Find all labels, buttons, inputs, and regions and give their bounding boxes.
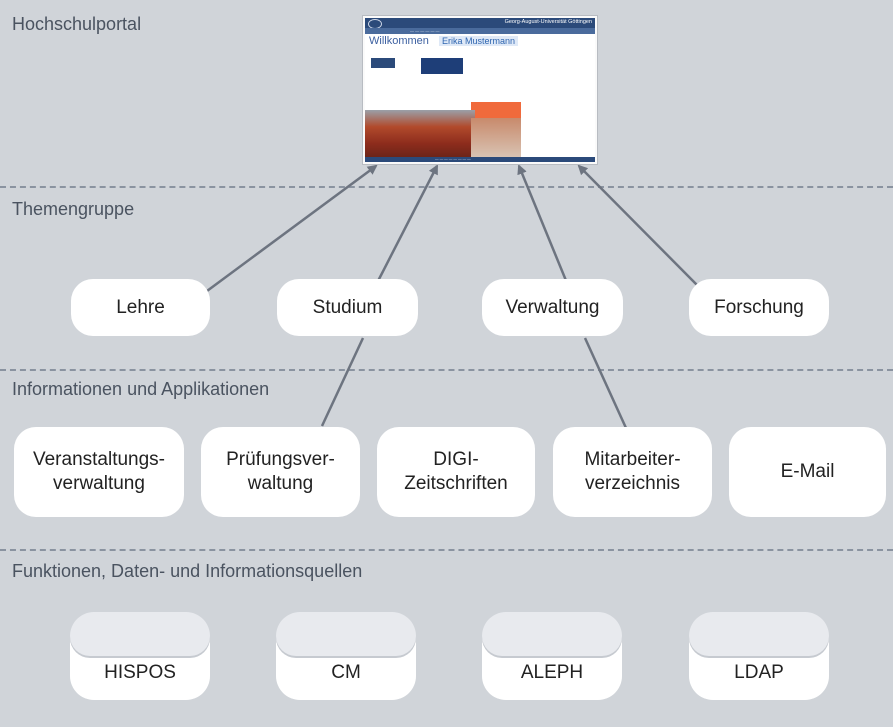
source-label: CM bbox=[331, 662, 361, 683]
layer-divider bbox=[0, 186, 893, 188]
topic-label: Studium bbox=[312, 296, 383, 318]
arrow-studium-portal bbox=[375, 164, 439, 284]
app-label-line1: DIGI- bbox=[433, 449, 479, 470]
portal-user-name: Erika Mustermann bbox=[439, 36, 519, 46]
app-e-mail: E-Mail bbox=[729, 427, 886, 517]
source-label: LDAP bbox=[734, 662, 784, 683]
portal-header-title: Georg-August-Universität Göttingen bbox=[504, 19, 592, 25]
source-cm: CM bbox=[276, 612, 416, 700]
topic-label: Forschung bbox=[714, 296, 804, 318]
topic-verwaltung: Verwaltung bbox=[482, 279, 623, 336]
layer-label-apps: Informationen und Applikationen bbox=[12, 379, 270, 399]
app-mitarbeiterverzeichnis: Mitarbeiter-verzeichnis bbox=[553, 427, 712, 517]
portal-dark-block bbox=[421, 58, 463, 74]
portal-header-bar: Georg-August-Universität Göttingen bbox=[365, 18, 595, 29]
layer-label-sources: Funktionen, Daten- und Informationsquell… bbox=[12, 561, 363, 581]
database-top bbox=[276, 612, 416, 656]
portal-welcome: Willkommen bbox=[369, 35, 429, 47]
source-hispos: HISPOS bbox=[70, 612, 210, 700]
layer-label-topics: Themengruppe bbox=[12, 199, 135, 219]
topic-lehre: Lehre bbox=[71, 279, 210, 336]
app-label-line2: Zeitschriften bbox=[404, 473, 508, 494]
topic-forschung: Forschung bbox=[689, 279, 829, 336]
arrow-forschung-portal bbox=[577, 164, 699, 287]
source-ldap: LDAP bbox=[689, 612, 829, 700]
portal-nav-bar: — — — — — — bbox=[365, 28, 595, 34]
app-label-line2: verzeichnis bbox=[584, 473, 681, 494]
portal-photo-small bbox=[471, 118, 521, 158]
app-label-line2: waltung bbox=[247, 473, 314, 494]
topic-studium: Studium bbox=[277, 279, 418, 336]
app-label-line2: verwaltung bbox=[53, 473, 145, 494]
line-pruefung-studium bbox=[320, 337, 365, 427]
app-label-line1: Mitarbeiter- bbox=[584, 449, 681, 470]
source-aleph: ALEPH bbox=[482, 612, 622, 700]
portal-photo bbox=[365, 110, 475, 158]
arrow-lehre-portal bbox=[206, 164, 378, 293]
layer-label-portal: Hochschulportal bbox=[12, 14, 142, 34]
portal-footer-bar: — — — — — — — — bbox=[365, 157, 595, 162]
layer-divider bbox=[0, 549, 893, 551]
arrow-verwaltung-portal bbox=[517, 164, 569, 284]
app-digi-zeitschriften: DIGI- Zeitschriften bbox=[377, 427, 535, 517]
topic-label: Lehre bbox=[116, 296, 165, 318]
portal-logo-block bbox=[371, 58, 395, 68]
source-label: ALEPH bbox=[520, 662, 584, 683]
database-top bbox=[689, 612, 829, 656]
source-label: HISPOS bbox=[104, 662, 176, 683]
app-label-line1: Prüfungsver- bbox=[226, 449, 335, 470]
database-top bbox=[70, 612, 210, 656]
app-pruefungsverwaltung: Prüfungsver-waltung bbox=[201, 427, 360, 517]
line-mitarbeiter-verwaltung bbox=[583, 337, 628, 429]
app-label-line1: E-Mail bbox=[780, 461, 835, 482]
layer-divider bbox=[0, 369, 893, 371]
database-top bbox=[482, 612, 622, 656]
app-label-line1: Veranstaltungs- bbox=[32, 449, 166, 470]
app-veranstaltungsverwaltung: Veranstaltungs-verwaltung bbox=[14, 427, 184, 517]
topic-label: Verwaltung bbox=[505, 296, 600, 318]
portal-screenshot: Georg-August-Universität Göttingen — — —… bbox=[363, 16, 597, 164]
